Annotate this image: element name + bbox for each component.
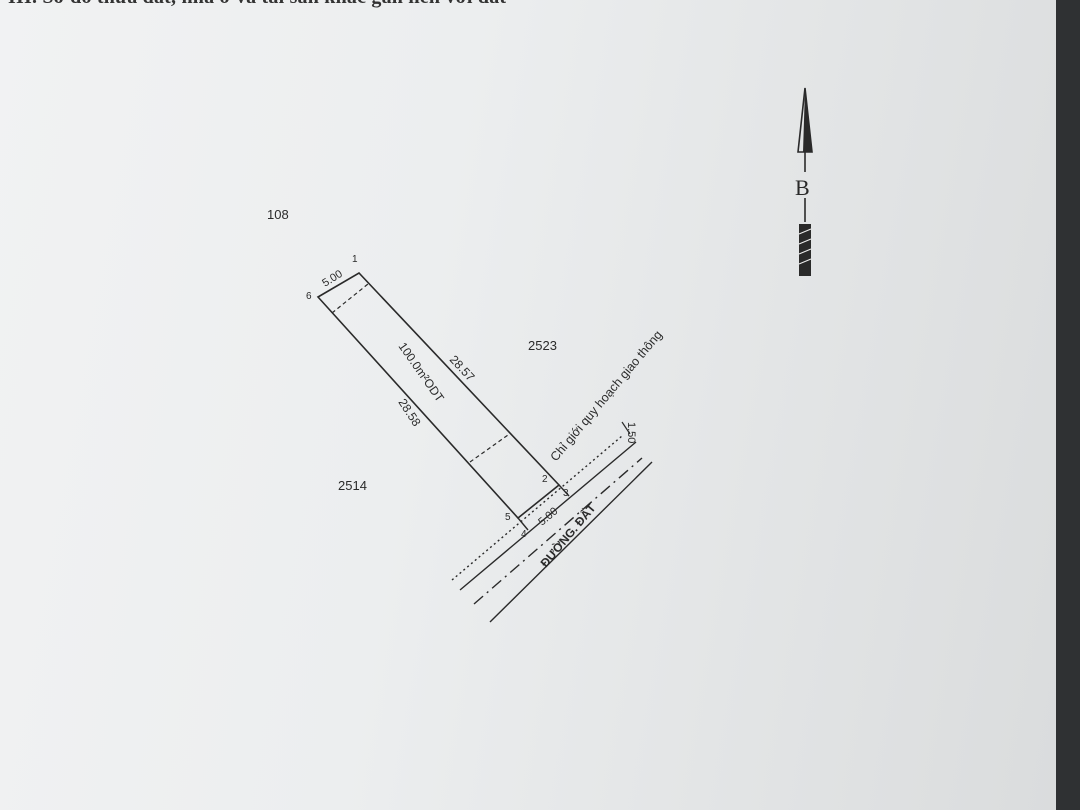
parcel-label-2514: 2514 xyxy=(338,478,367,493)
side-west-length: 28.58 xyxy=(395,396,423,429)
side-north-length: 5.00 xyxy=(320,268,345,290)
north-label: B xyxy=(795,175,810,200)
vertex-5: 5 xyxy=(505,512,511,523)
planning-boundary-label: Chỉ giới quy hoạch giao thông xyxy=(548,328,665,464)
lot-dashed-line-north xyxy=(331,283,369,314)
parcel-label-108: 108 xyxy=(267,207,289,222)
road-line-1 xyxy=(459,441,637,591)
area-label: 100.0m²ODT xyxy=(396,340,448,405)
road-line-2 xyxy=(473,457,643,605)
vertex-6: 6 xyxy=(306,291,312,302)
parcel-label-2523: 2523 xyxy=(528,338,557,353)
document-sheet xyxy=(0,0,1056,810)
setback-line xyxy=(517,517,529,531)
parcel-map: 108 2523 2514 5.00 28.57 100.0m²ODT 28.5… xyxy=(267,87,813,623)
vertex-1: 1 xyxy=(352,254,358,265)
background-edge xyxy=(1056,0,1080,810)
planning-boundary-line xyxy=(451,435,623,581)
side-east-length: 28.57 xyxy=(447,352,478,384)
vertex-2: 2 xyxy=(542,474,548,485)
setback-line-2 xyxy=(558,484,570,497)
setback-length: 1.50 xyxy=(625,422,637,443)
vertex-3: 3 xyxy=(563,488,569,499)
setback-tick xyxy=(621,421,631,435)
lot-dashed-line-south xyxy=(469,434,509,463)
north-arrow-icon xyxy=(797,87,813,276)
road-line-3 xyxy=(489,461,653,623)
section-heading: III. Sơ đồ thửa đất, nhà ở và tài sản kh… xyxy=(8,0,506,9)
vertex-4: 4 xyxy=(521,529,527,540)
